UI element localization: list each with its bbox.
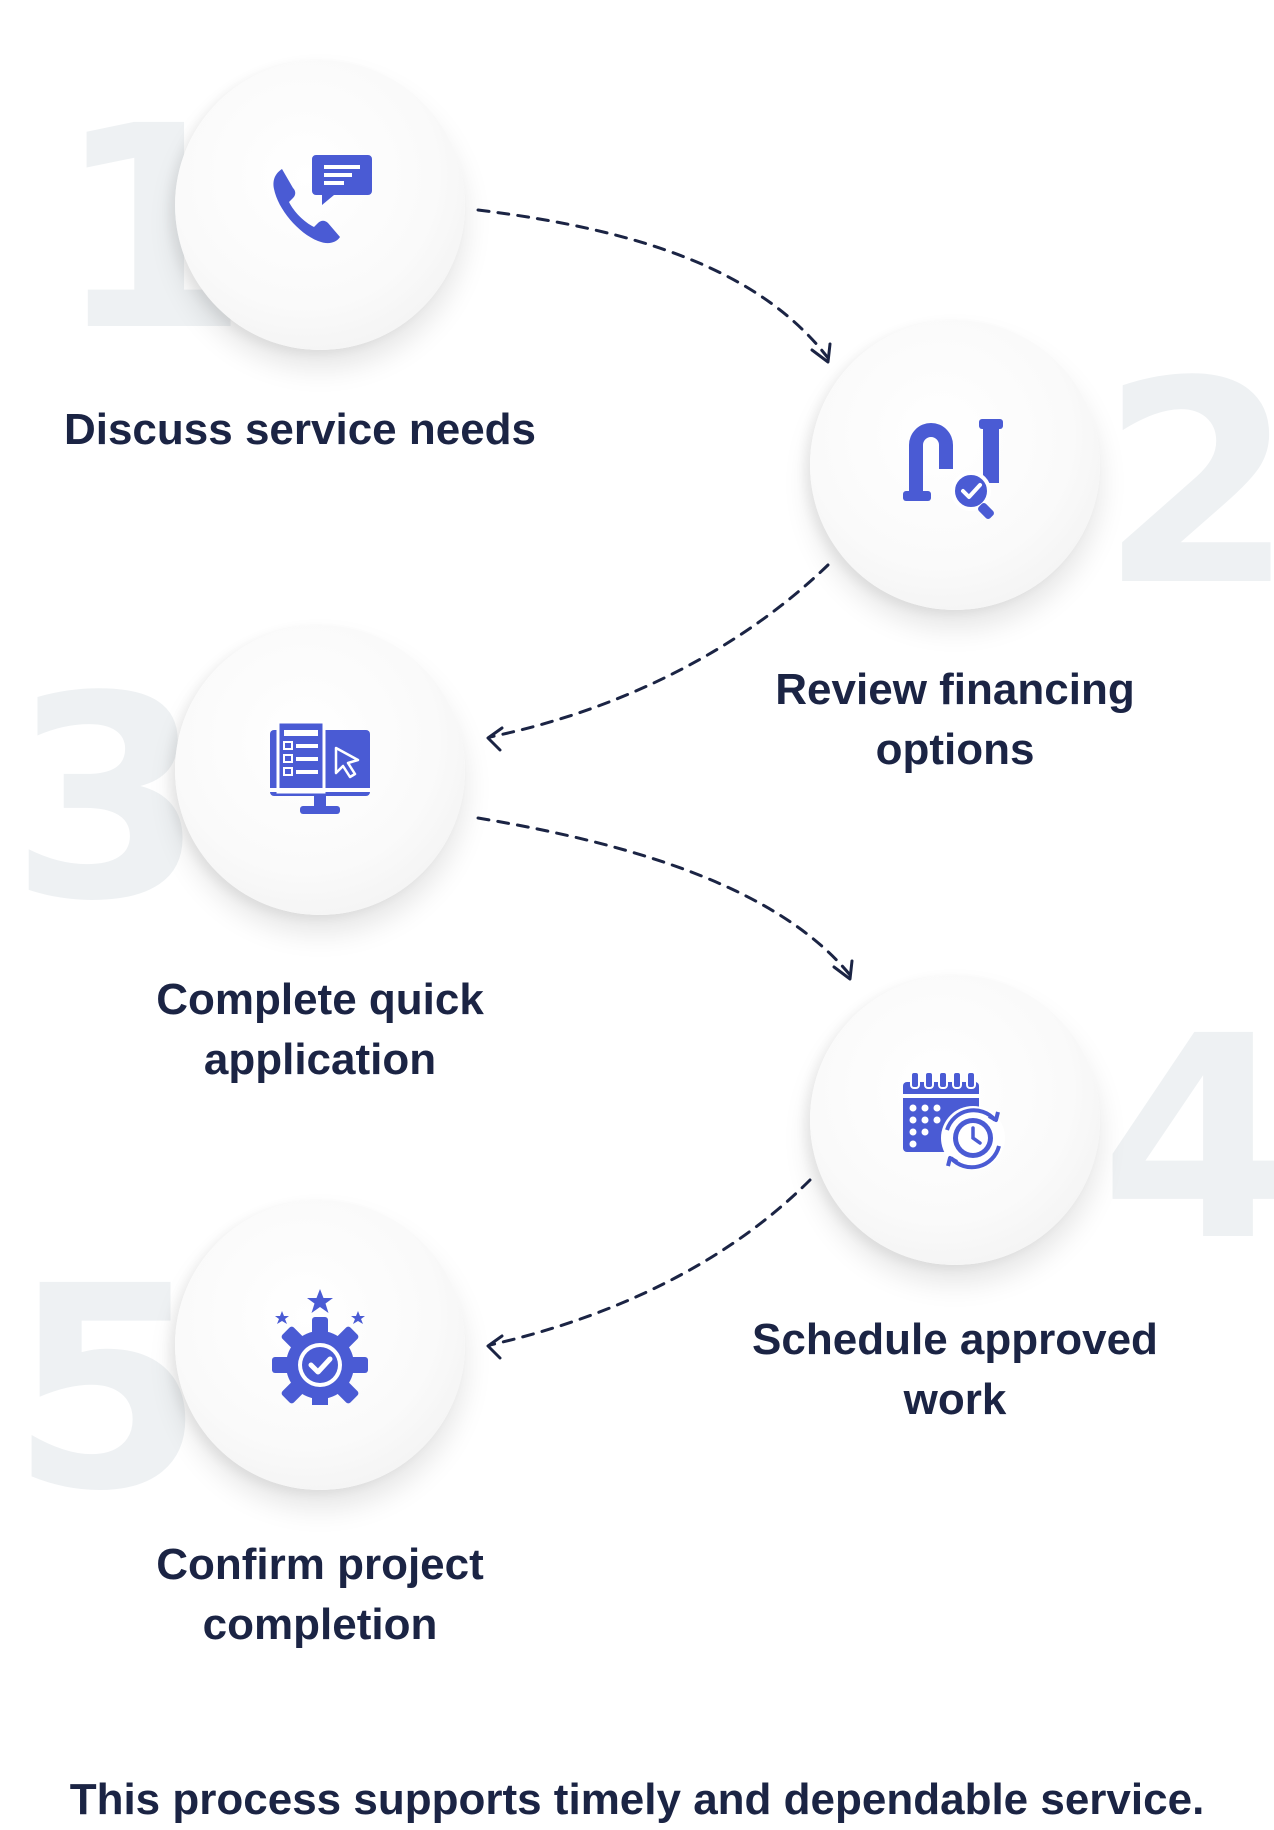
phone-chat-icon <box>273 155 372 244</box>
calendar-clock-icon <box>903 1071 1005 1170</box>
step-1-label: Discuss service needs <box>63 405 537 454</box>
arrowhead-1-2 <box>810 342 832 364</box>
connector-3-4 <box>476 816 852 977</box>
arrowhead-2-3 <box>486 726 504 752</box>
footer-note: This process supports timely and dependa… <box>69 1775 1205 1824</box>
step-5-label: Confirm project completion <box>156 1540 484 1649</box>
star-icon <box>351 1311 365 1324</box>
pipe-inspection-icon <box>903 419 1003 519</box>
connector-1-2 <box>476 208 830 360</box>
step-1-circle <box>175 60 465 350</box>
step-2-circle <box>810 320 1100 610</box>
computer-form-icon <box>270 720 370 814</box>
step-3-label: Complete quick application <box>156 975 484 1084</box>
connector-2-3 <box>488 563 830 739</box>
arrowhead-3-4 <box>832 959 854 981</box>
step-4-circle <box>810 975 1100 1265</box>
star-icon <box>275 1311 289 1324</box>
step-number-5: 5 <box>10 1227 205 1553</box>
step-3-circle <box>175 625 465 915</box>
step-number-4: 4 <box>1100 977 1274 1303</box>
step-5-circle <box>175 1200 465 1490</box>
gear-check-icon <box>272 1289 368 1405</box>
step-4-label: Schedule approved work <box>752 1315 1158 1424</box>
step-2-label: Review financing options <box>775 665 1135 774</box>
arrowhead-4-5 <box>486 1334 504 1360</box>
connector-4-5 <box>488 1178 812 1347</box>
step-number-2: 2 <box>1100 322 1274 648</box>
step-number-3: 3 <box>10 637 205 963</box>
star-icon <box>307 1289 333 1313</box>
